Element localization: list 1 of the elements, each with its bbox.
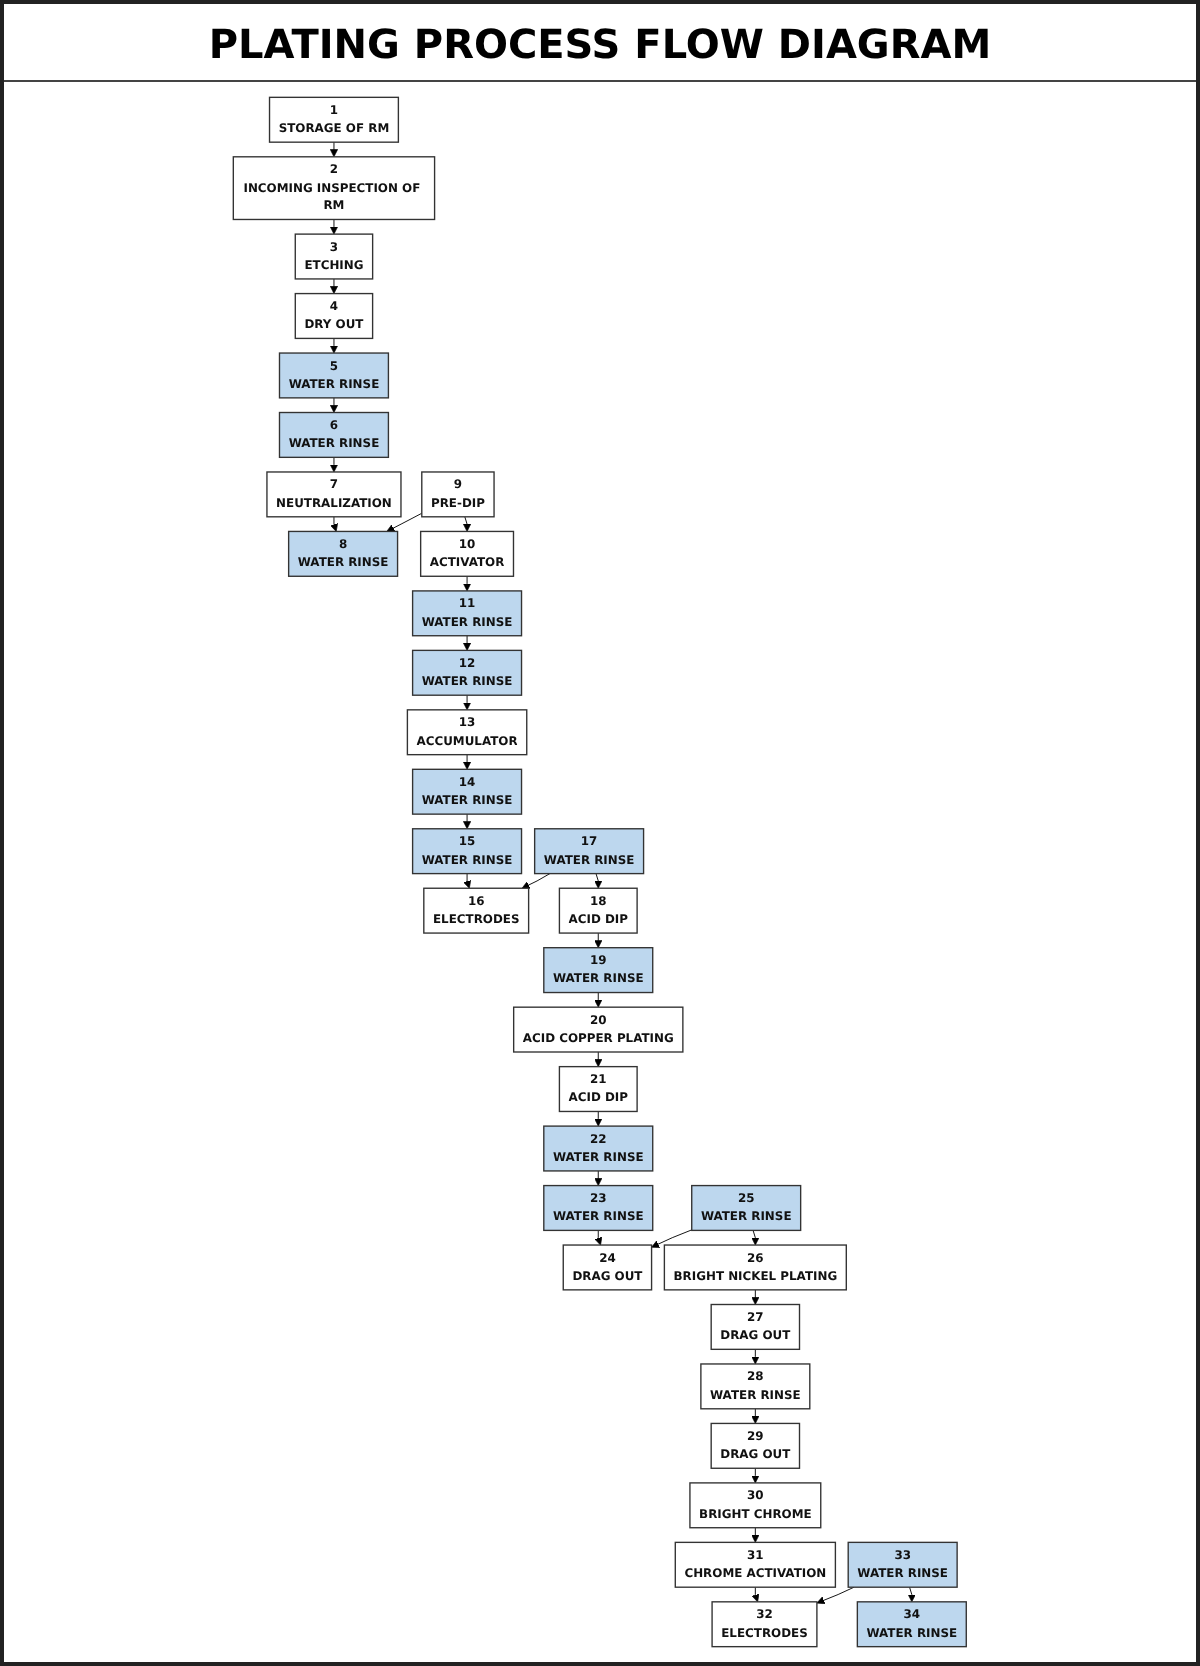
diagram-title: PLATING PROCESS FLOW DIAGRAM (208, 20, 992, 68)
